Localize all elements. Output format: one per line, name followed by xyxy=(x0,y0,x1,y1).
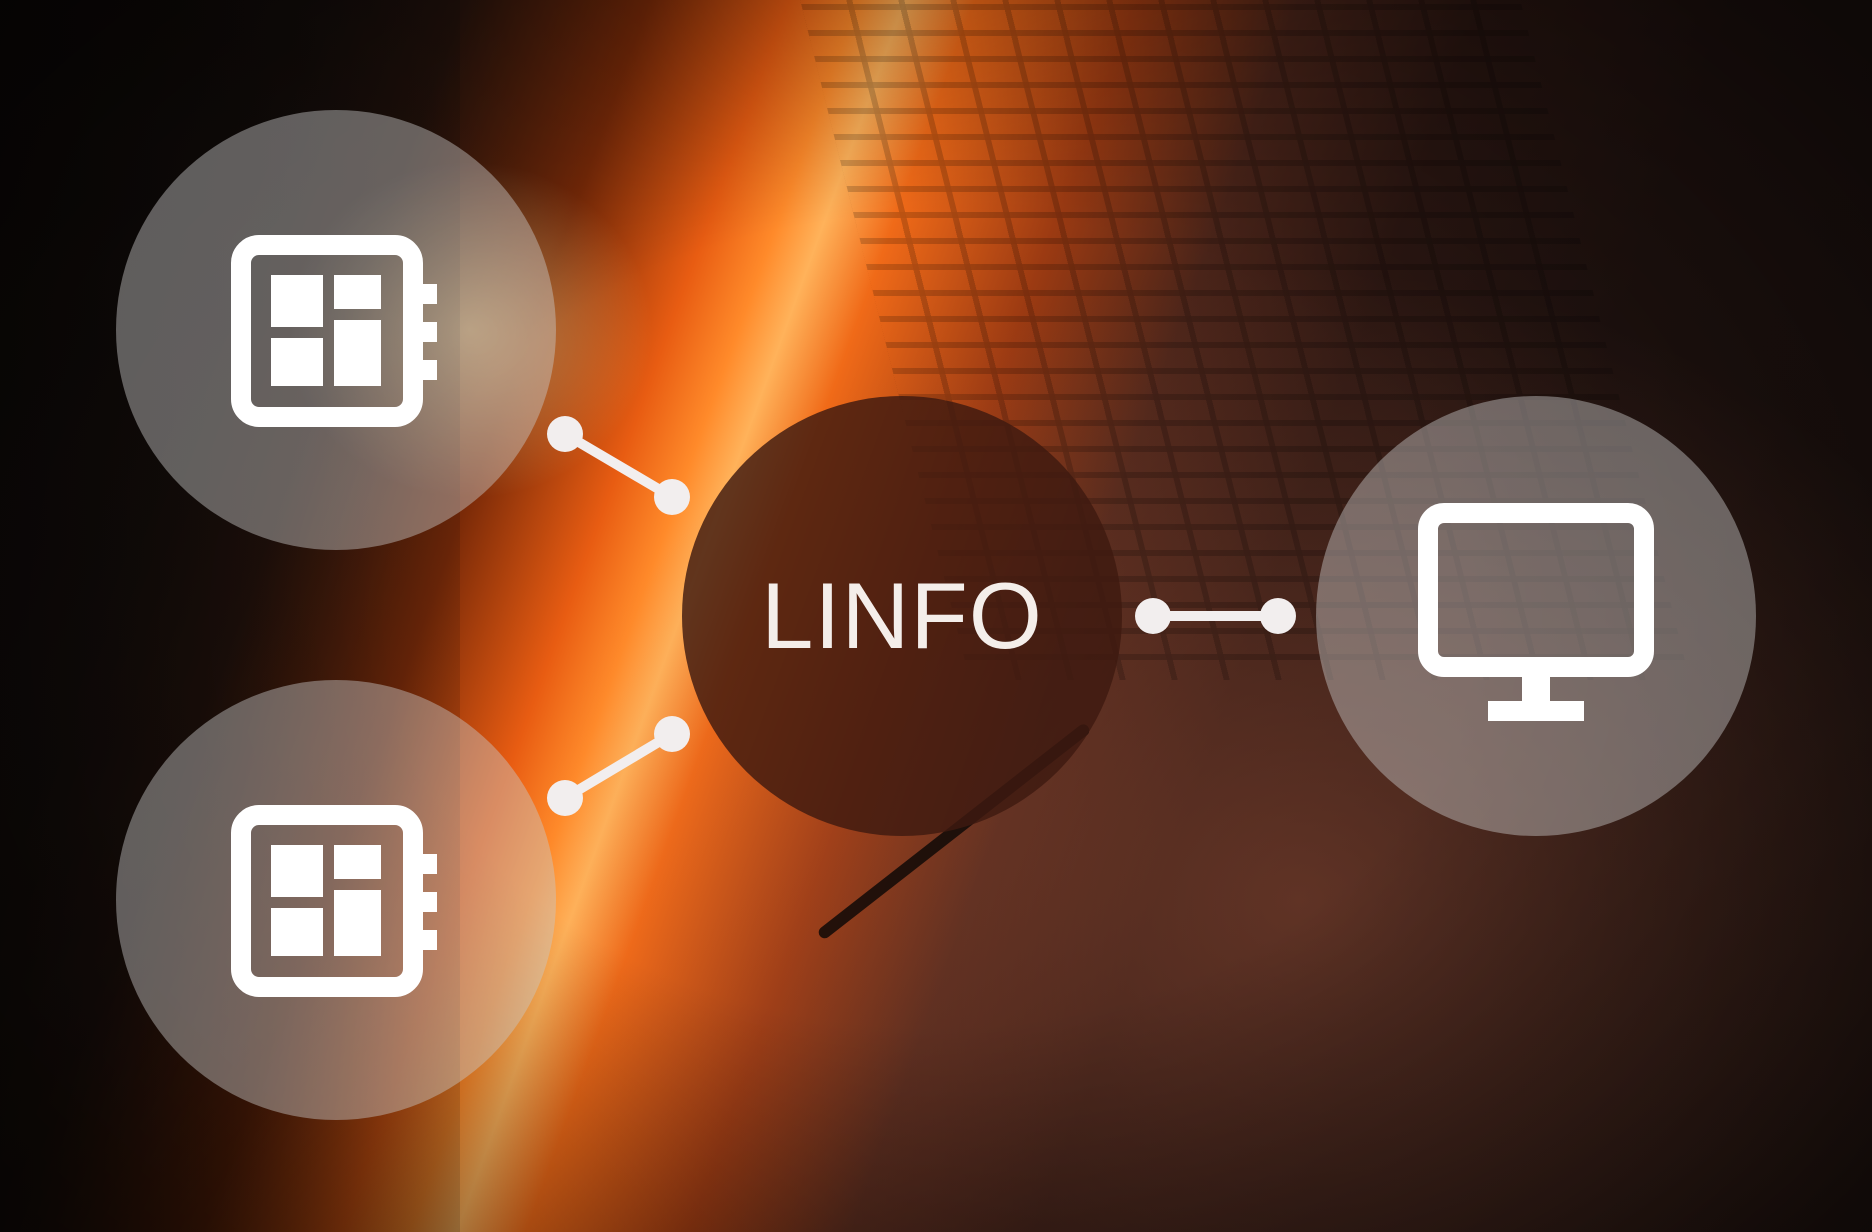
module-node-top xyxy=(116,110,556,550)
io-module-icon xyxy=(231,235,437,427)
module-node-bottom xyxy=(116,680,556,1120)
hub-label: LINFO xyxy=(761,563,1043,668)
hub-node: LINFO xyxy=(682,396,1122,836)
monitor-icon xyxy=(1418,503,1654,721)
io-module-icon xyxy=(231,805,437,997)
display-node xyxy=(1316,396,1756,836)
